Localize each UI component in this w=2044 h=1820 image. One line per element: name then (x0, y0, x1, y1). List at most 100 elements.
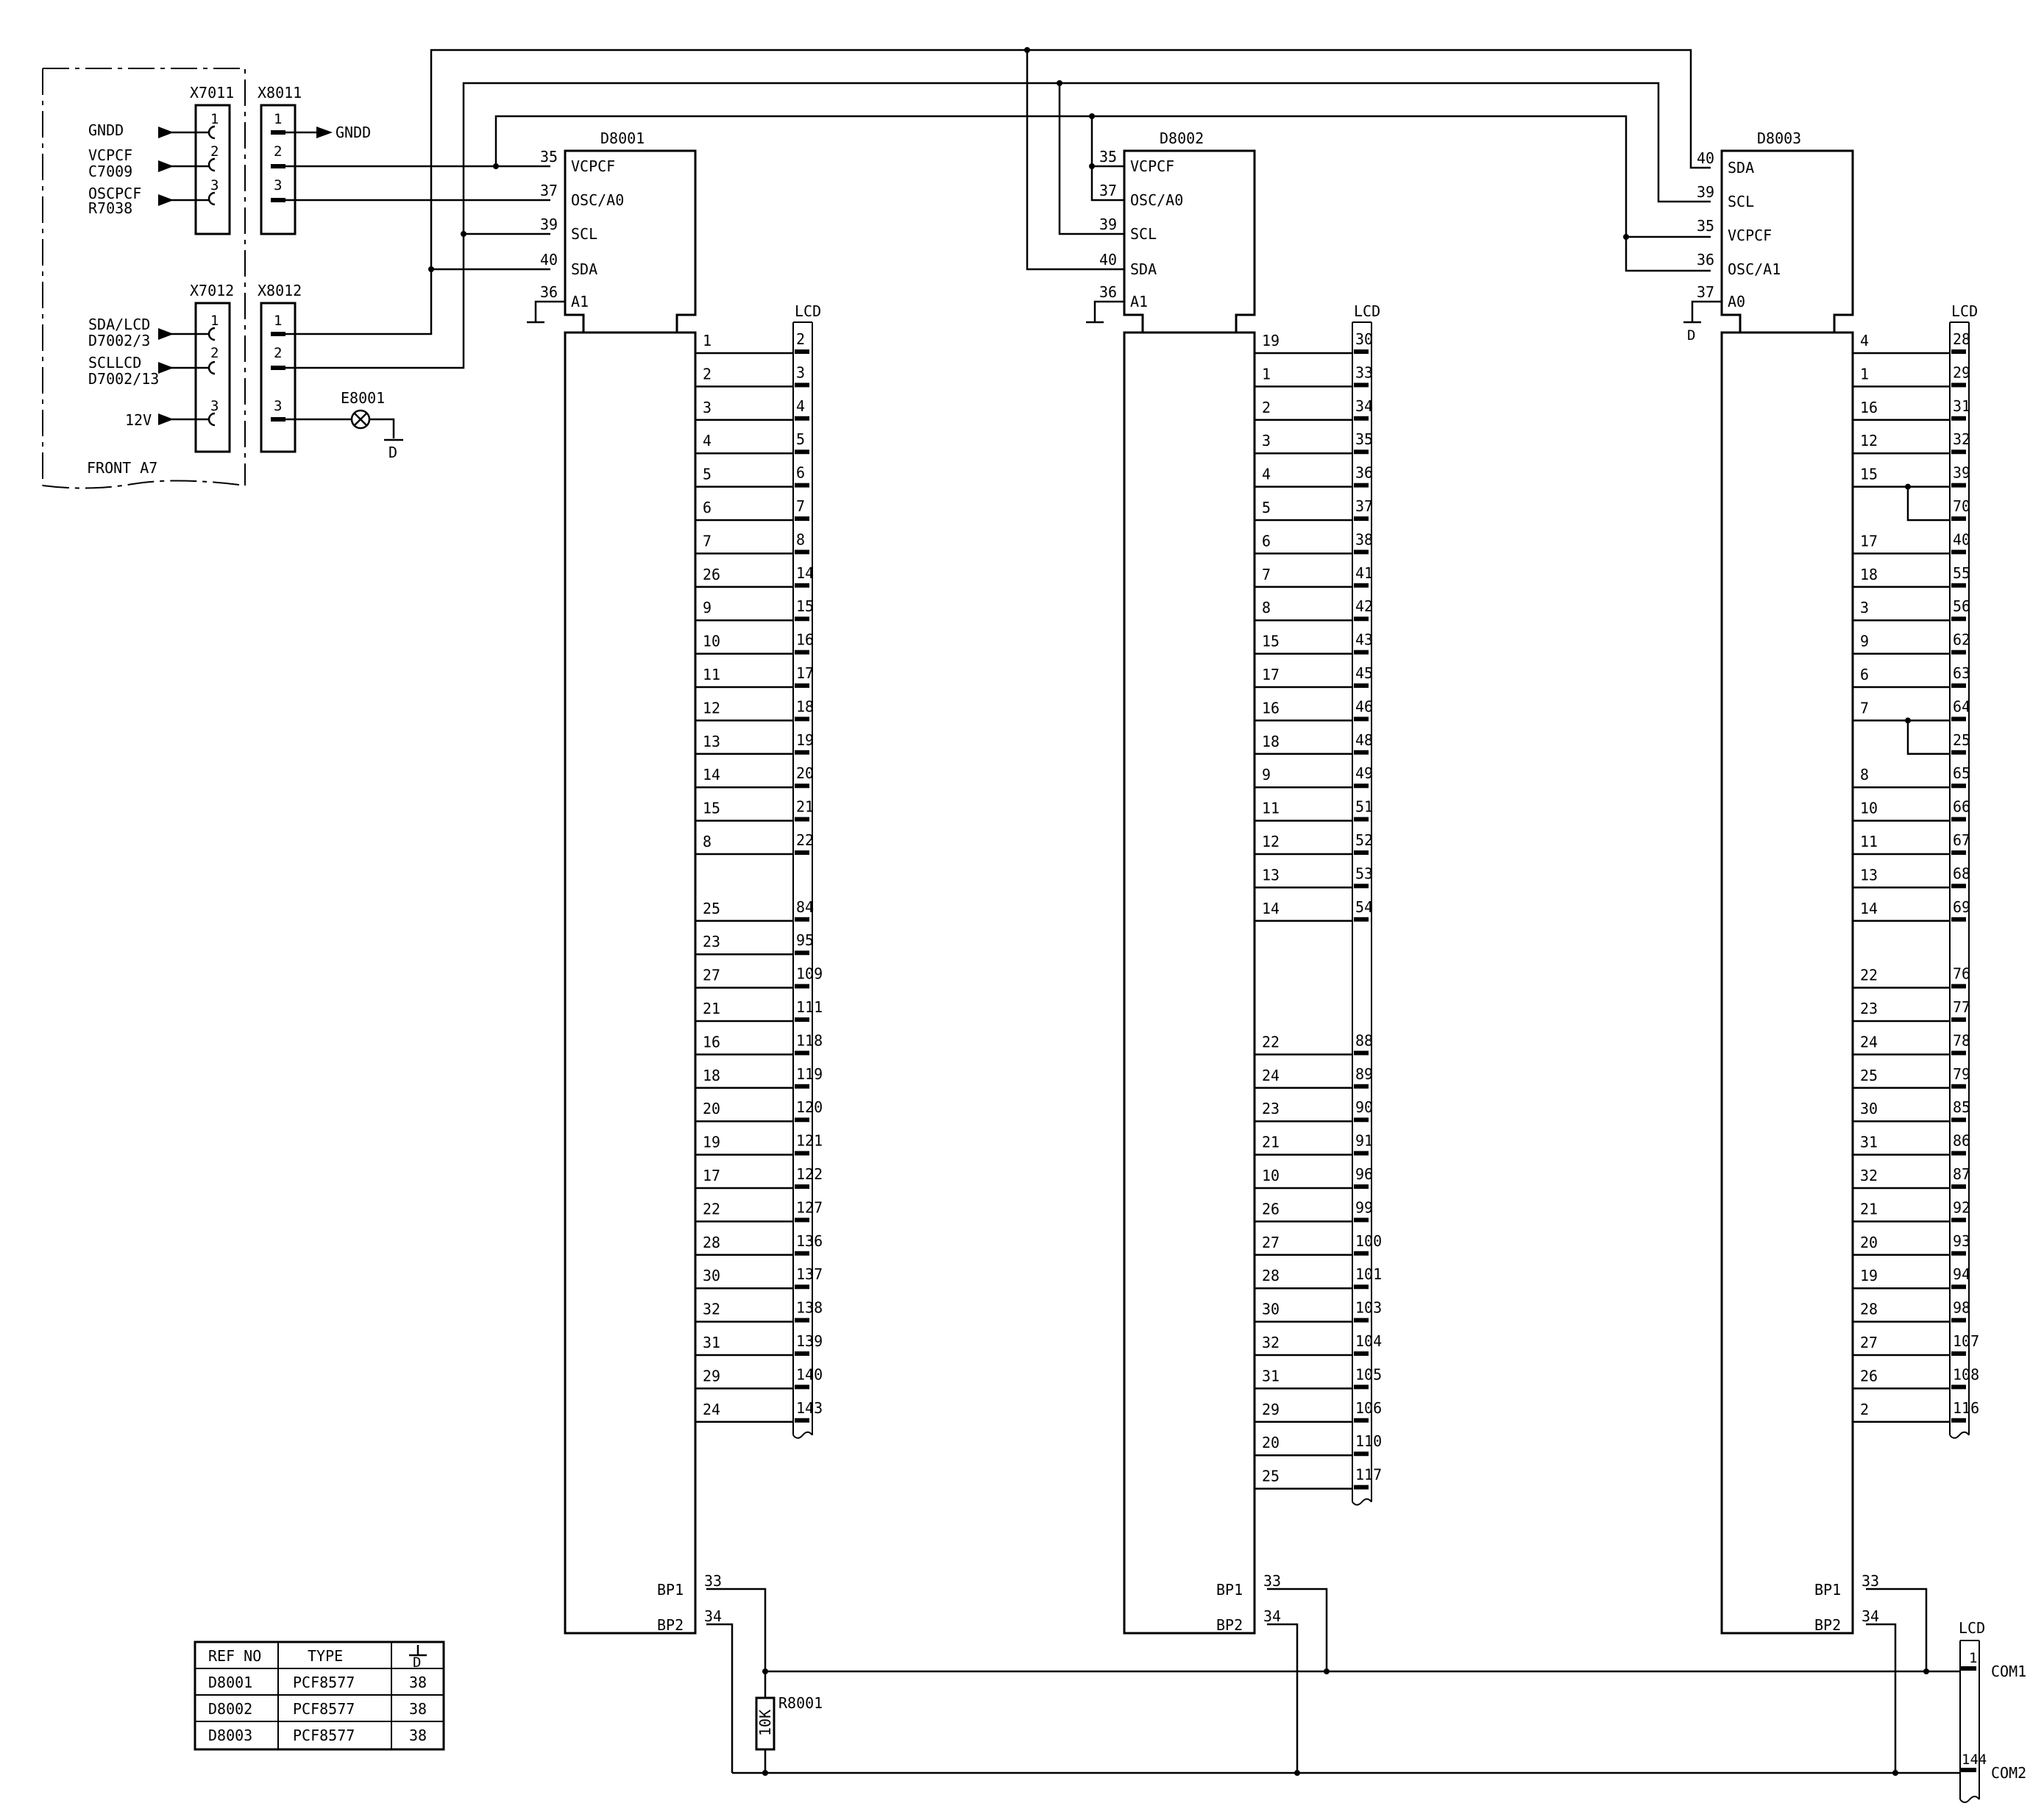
chip-segment-pin: 8 (1860, 766, 1869, 783)
lcd-pin-number: 49 (1355, 764, 1373, 782)
chip-segment-pin: 3 (1860, 599, 1869, 616)
backplane-pin-number: 33 (1862, 1572, 1879, 1590)
lcd-pin-number: 5 (796, 430, 805, 448)
signal-vcpcf-label: VCPCF (88, 146, 132, 164)
chip-segment-pin: 19 (1262, 332, 1280, 349)
lcd-pin-number: 106 (1355, 1399, 1382, 1417)
lcd-pin-number: 7 (796, 497, 805, 515)
chip-segment-pin: 25 (1262, 1468, 1280, 1485)
lcd-pin-number: 77 (1953, 998, 1970, 1016)
lcd-pin-number: 78 (1953, 1031, 1970, 1049)
signal-gndd-label: GNDD (88, 121, 124, 139)
chip-segment-pin: 11 (1860, 833, 1878, 850)
backplane-pin-name: BP2 (1216, 1616, 1243, 1634)
lcd-pin-number: 22 (796, 831, 814, 849)
lcd-pin-number: 66 (1953, 798, 1970, 816)
lcd-pin-number: 30 (1355, 330, 1373, 348)
chip-pin-name: A1 (1130, 293, 1148, 310)
chip-segment-pin: 21 (1262, 1134, 1280, 1151)
connector-x8011 (260, 104, 297, 235)
lcd-pin-number: 144 (1962, 1752, 1987, 1768)
table-header: D (413, 1654, 421, 1671)
lcd-pin-number: 95 (796, 931, 814, 949)
chip-segment-pin: 24 (703, 1401, 720, 1418)
chip-segment-pin: 6 (1860, 666, 1869, 683)
connector-pin-label: 3 (274, 398, 282, 414)
chip-segment-pin: 29 (1262, 1401, 1280, 1418)
chip-segment-pin: 15 (703, 800, 720, 817)
backplane-pin-number: 34 (1862, 1607, 1879, 1625)
chip-segment-pin: 5 (703, 466, 712, 483)
chip-pin-number: 40 (540, 251, 558, 269)
lcd-pin-number: 40 (1953, 530, 1970, 548)
chip-ref-label: D8001 (600, 129, 645, 147)
connector-pin-label: 2 (210, 143, 219, 160)
connector-pin-label: 1 (210, 313, 219, 329)
lcd-pin-number: 17 (796, 664, 814, 682)
lcd-pin-number: 34 (1355, 397, 1373, 415)
chip-pin-number: 39 (1099, 216, 1117, 233)
lcd-pin-number: 52 (1355, 831, 1373, 849)
chip-segment-pin: 28 (703, 1234, 720, 1251)
lcd-column-label: LCD (1951, 302, 1978, 320)
lcd-pin-number: 127 (796, 1198, 823, 1216)
chip-segment-pin: 31 (703, 1334, 720, 1351)
chip-segment-pin: 28 (1860, 1301, 1878, 1318)
chip-segment-pin: 9 (703, 599, 712, 616)
connector-pin-label: 3 (210, 177, 219, 193)
connector-x8011-label: X8011 (258, 84, 302, 102)
chip-segment-pin: 22 (1860, 967, 1878, 984)
chip-segment-pin: 18 (1860, 566, 1878, 583)
lcd-pin-number: 98 (1953, 1299, 1970, 1317)
lcd-pin-number: 101 (1355, 1265, 1382, 1283)
lcd-pin-number: 104 (1355, 1332, 1382, 1350)
table-cell: D8002 (208, 1700, 252, 1718)
lcd-pin-number: 42 (1355, 597, 1373, 615)
lcd-pin-number: 121 (796, 1132, 823, 1150)
connector-pin-label: 1 (210, 111, 219, 127)
chip-segment-pin: 4 (1860, 332, 1869, 349)
chip-pin-number: 37 (540, 182, 558, 199)
lcd-pin-number: 37 (1355, 497, 1373, 515)
lcd-pin-number: 68 (1953, 864, 1970, 882)
common-lines: R8001 10K LCD 1 144 COM1 COM2 (706, 1588, 2026, 1803)
lcd-pin-number: 70 (1953, 497, 1970, 515)
chip-segment-pin: 7 (1262, 566, 1271, 583)
signal-12v-label: 12V (125, 411, 152, 429)
chip-pin-name: A1 (571, 293, 589, 310)
connector-x8012 (260, 302, 297, 453)
connector-x7012-label: X7012 (190, 282, 234, 299)
lcd-pin-number: 64 (1953, 697, 1970, 715)
chip-segment-pin: 32 (1860, 1167, 1878, 1184)
lcd-pin-number: 137 (796, 1265, 823, 1283)
chip-segment-pin: 2 (703, 365, 712, 383)
resistor-r8001: R8001 10K (755, 1671, 823, 1773)
lcd-pin-number: 36 (1355, 464, 1373, 482)
lcd-pin-number: 116 (1953, 1399, 1979, 1417)
lcd-pin-number: 31 (1953, 397, 1970, 415)
backplane-pin-name: BP1 (657, 1581, 684, 1599)
chip-pin-number: 39 (1697, 183, 1714, 201)
backplane-pin-name: BP1 (1216, 1581, 1243, 1599)
chip-segment-pin: 7 (1860, 699, 1869, 717)
connector-pin-label: 3 (274, 177, 282, 193)
chip-pin-name: SCL (1130, 225, 1157, 243)
lcd-pin-number: 4 (796, 397, 805, 415)
chip-segment-pin: 10 (1262, 1167, 1280, 1184)
lcd-pin-number: 2 (796, 330, 805, 348)
chip-segment-pin: 20 (1262, 1434, 1280, 1451)
lcd-pin-number: 67 (1953, 831, 1970, 849)
signal-d7002-13-label: D7002/13 (88, 370, 159, 388)
chip-segment-pin: 20 (1860, 1234, 1878, 1251)
lcd-pin-number: 69 (1953, 898, 1970, 916)
lcd-pin-number: 28 (1953, 330, 1970, 348)
front-panel: FRONT A7 X7011 1 2 3 GNDD VCPCF C7009 OS… (42, 68, 403, 489)
lcd-pin-number: 65 (1953, 764, 1970, 782)
chip-segment-pin: 31 (1860, 1134, 1878, 1151)
lcd-pin-number: 56 (1953, 597, 1970, 615)
chip-segment-pin: 27 (703, 967, 720, 984)
lcd-pin-number: 122 (796, 1165, 823, 1183)
chip-pin-number: 40 (1697, 149, 1714, 167)
signal-d7002-3-label: D7002/3 (88, 332, 150, 349)
chip-segment-pin: 10 (703, 633, 720, 650)
